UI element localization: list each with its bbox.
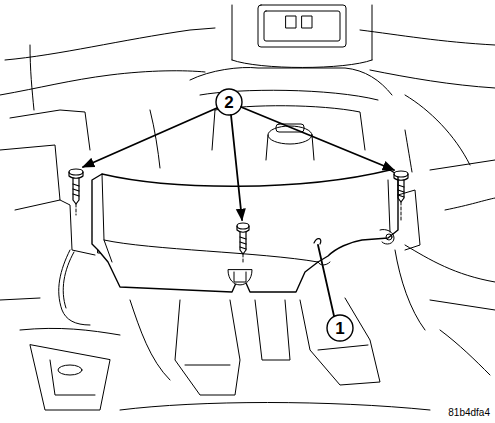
callout-number: 1 <box>335 320 344 337</box>
callout-number: 2 <box>224 94 233 111</box>
figure-code: 81b4dfa4 <box>448 408 490 418</box>
